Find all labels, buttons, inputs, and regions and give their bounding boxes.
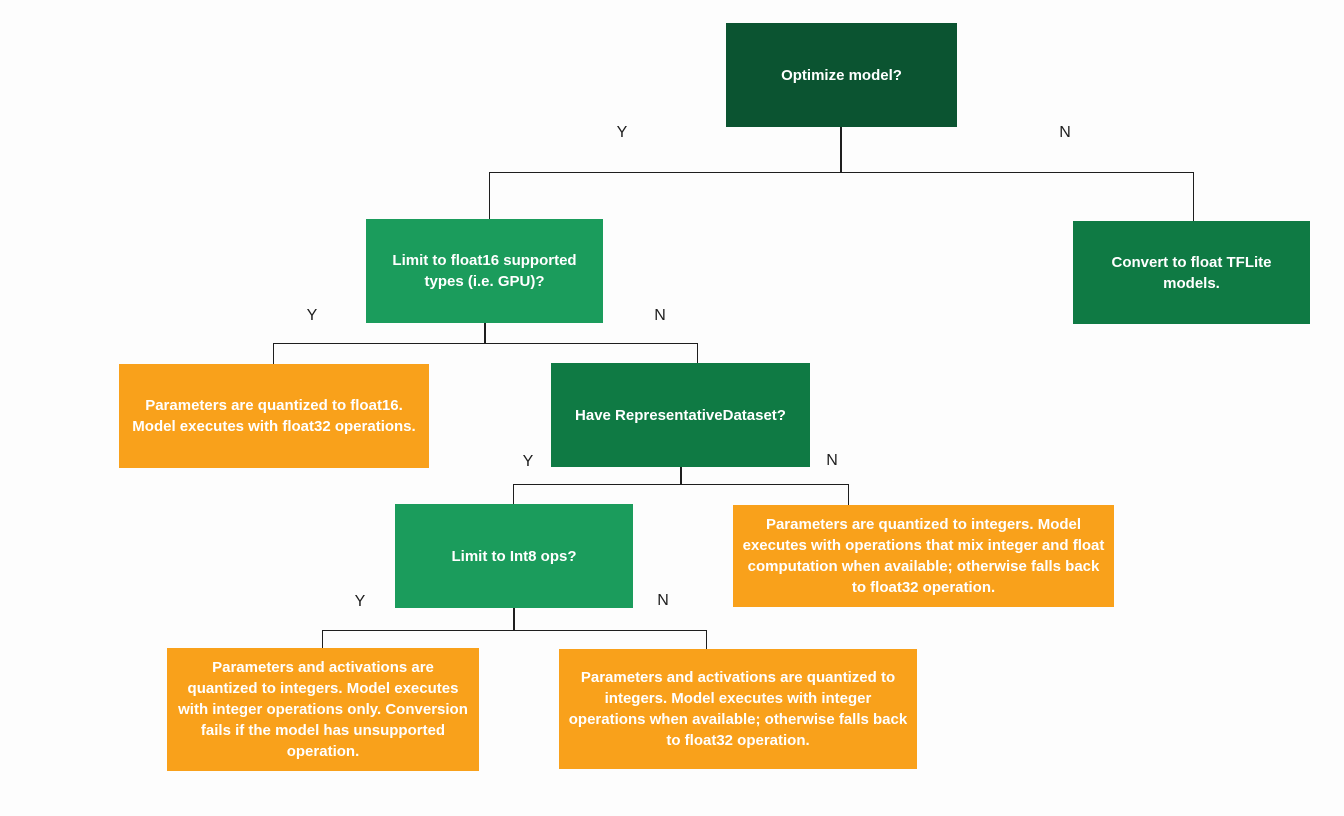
connector-drop-limit-int8 [513,484,514,504]
connector-stub-optimize [840,127,842,172]
connector-branch-optimize [489,172,1194,173]
node-have-representative-dataset: Have RepresentativeDataset? [551,363,810,467]
connector-drop-convert-float [1193,172,1194,221]
node-limit-float16-label: Limit to float16 supported types (i.e. G… [392,252,577,290]
branch-label-have-dataset-no: N [826,452,838,469]
node-convert-float-tflite-label: Convert to float TFLite models. [1111,253,1272,292]
branch-label-limit-float16-yes: Y [306,307,318,324]
branch-label-optimize-no: N [1059,124,1071,141]
node-convert-float-tflite: Convert to float TFLite models. [1073,221,1310,324]
connector-stub-limit-float16 [484,323,486,343]
node-optimize-model: Optimize model? [726,23,957,127]
node-quantized-integers-fallback-label: Parameters and activations are quantized… [568,669,908,749]
connector-drop-limit-float16 [489,172,490,219]
connector-drop-have-dataset [697,343,698,363]
connector-drop-quantized-float16 [273,343,274,364]
node-quantized-float16: Parameters are quantized to float16. Mod… [119,364,429,468]
node-limit-int8: Limit to Int8 ops? [395,504,633,608]
node-quantized-integers-fallback: Parameters and activations are quantized… [559,649,917,769]
node-limit-int8-label: Limit to Int8 ops? [451,547,577,565]
node-quantized-integers-only-label: Parameters and activations are quantized… [178,659,468,760]
branch-label-optimize-yes: Y [616,124,628,141]
node-have-representative-dataset-label: Have RepresentativeDataset? [575,406,786,424]
connector-drop-quantized-int-fallback [706,630,707,649]
branch-label-have-dataset-yes: Y [522,453,534,470]
node-quantized-integers-mixed-label: Parameters are quantized to integers. Mo… [742,516,1105,596]
node-quantized-integers-only: Parameters and activations are quantized… [167,648,479,771]
node-quantized-integers-mixed: Parameters are quantized to integers. Mo… [733,505,1114,607]
connector-branch-limit-int8 [322,630,707,631]
node-quantized-float16-label: Parameters are quantized to float16. Mod… [132,397,416,435]
connector-stub-have-dataset [680,467,682,484]
branch-label-limit-int8-yes: Y [354,593,366,610]
connector-branch-have-dataset [513,484,849,485]
connector-drop-quantized-int-only [322,630,323,648]
branch-label-limit-float16-no: N [654,307,666,324]
connector-stub-limit-int8 [513,608,515,630]
branch-label-limit-int8-no: N [657,592,669,609]
node-optimize-model-label: Optimize model? [781,66,902,84]
connector-branch-limit-float16 [273,343,698,344]
node-limit-float16: Limit to float16 supported types (i.e. G… [366,219,603,323]
connector-drop-quantized-mixed [848,484,849,505]
